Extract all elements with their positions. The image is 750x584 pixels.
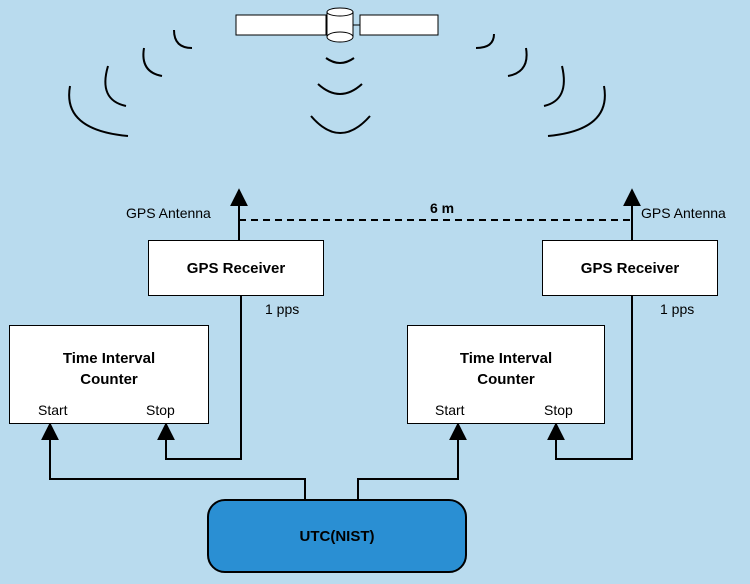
counter-left-title-line1: Time Interval [62,350,156,367]
counter-right-stop-label: Stop [544,402,573,418]
time-interval-counter-left: Time Interval Counter Start Stop [9,325,209,424]
time-interval-counter-right: Time Interval Counter Start Stop [407,325,605,424]
signal-waves-center [310,57,371,134]
pps-wire-left [157,296,242,460]
pps-label-right: 1 pps [660,301,695,317]
pps-label-left: 1 pps [265,301,300,317]
counter-left-title-line2: Counter [80,371,138,388]
gps-receiver-right-title: GPS Receiver [580,260,680,277]
gps-receiver-left-title: GPS Receiver [186,260,286,277]
gps-receiver-left: GPS Receiver [148,240,324,296]
antenna-label-left: GPS Antenna [126,205,211,221]
counter-right-title-line1: Time Interval [459,350,553,367]
baseline-label: 6 m [430,200,455,216]
satellite-icon [235,7,439,43]
pps-wire-right [547,296,633,460]
counter-left-start-label: Start [38,402,68,418]
signal-waves-left [68,29,193,137]
antenna-label-right: GPS Antenna [641,205,726,221]
counter-right-title-line2: Counter [477,371,535,388]
start-wire-left [41,422,306,501]
start-wire-right [357,422,467,501]
counter-right-start-label: Start [435,402,465,418]
utc-nist-reference: UTC(NIST) [207,499,467,573]
utc-nist-label: UTC(NIST) [299,528,375,545]
counter-left-stop-label: Stop [146,402,175,418]
signal-waves-right [475,33,606,137]
gps-receiver-right: GPS Receiver [542,240,718,296]
